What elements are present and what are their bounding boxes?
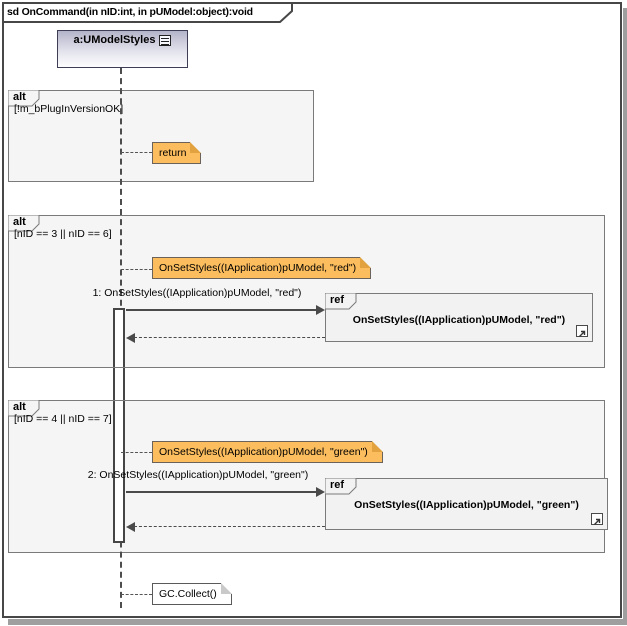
message-2-label[interactable]: 2: OnSetStyles((IApplication)pUModel, "g…: [87, 469, 309, 481]
note-fold-icon: [190, 142, 202, 153]
alt-operator-label: alt: [8, 400, 40, 417]
return-1-line[interactable]: [134, 337, 325, 338]
list-icon: [159, 35, 172, 46]
note-gc-collect[interactable]: GC.Collect(): [152, 583, 232, 605]
message-2-line[interactable]: [126, 491, 316, 493]
message-1-line[interactable]: [126, 309, 316, 311]
note-onsetstyles-red[interactable]: OnSetStyles((IApplication)pUModel, "red"…: [152, 257, 372, 279]
open-diagram-icon[interactable]: [576, 325, 588, 337]
note-connector: [121, 452, 152, 453]
note-return[interactable]: return: [152, 142, 202, 164]
message-1-label[interactable]: 1: OnSetStyles((IApplication)pUModel, "r…: [92, 287, 302, 299]
ref-content: OnSetStyles((IApplication)pUModel, "gree…: [354, 499, 579, 511]
return-1-arrowhead-icon: [126, 333, 135, 343]
message-2-arrowhead-icon: [316, 487, 325, 497]
note-fold-icon: [220, 583, 232, 594]
guard-condition: [nID == 4 || nID == 7]: [14, 413, 112, 425]
note-connector: [121, 269, 152, 270]
diagram-title: sd OnCommand(in nID:int, in pUModel:obje…: [7, 6, 253, 18]
ref-fragment-green[interactable]: ref OnSetStyles((IApplication)pUModel, "…: [325, 478, 608, 530]
message-1-arrowhead-icon: [316, 305, 325, 315]
lifeline-head[interactable]: a:UModelStyles: [57, 30, 188, 68]
ref-fragment-red[interactable]: ref OnSetStyles((IApplication)pUModel, "…: [325, 293, 593, 342]
fragment-border-patch: [112, 400, 127, 401]
ref-operator-label: ref: [325, 293, 357, 310]
diagram-title-tab: sd OnCommand(in nID:int, in pUModel:obje…: [2, 2, 294, 23]
ref-operator-label: ref: [325, 478, 357, 495]
alt-operator-label: alt: [8, 215, 40, 232]
guard-condition: [!m_bPlugInVersionOK]: [14, 103, 124, 115]
activation-bar[interactable]: [113, 308, 125, 543]
lifeline-name: a:UModelStyles: [73, 34, 156, 46]
return-2-line[interactable]: [134, 526, 325, 527]
open-diagram-icon[interactable]: [591, 513, 603, 525]
note-onsetstyles-green[interactable]: OnSetStyles((IApplication)pUModel, "gree…: [152, 441, 383, 463]
alt-operator-label: alt: [8, 90, 40, 107]
note-fold-icon: [360, 257, 372, 268]
note-connector: [121, 152, 152, 153]
alt-fragment-2[interactable]: alt [nID == 3 || nID == 6]: [8, 215, 605, 368]
guard-condition: [nID == 3 || nID == 6]: [14, 228, 112, 240]
return-2-arrowhead-icon: [126, 522, 135, 532]
window-shadow-bottom: [8, 619, 627, 625]
note-connector: [121, 594, 152, 595]
fragment-border-patch: [112, 367, 127, 368]
ref-content: OnSetStyles((IApplication)pUModel, "red"…: [352, 314, 566, 326]
alt-fragment-1[interactable]: alt [!m_bPlugInVersionOK]: [8, 90, 314, 182]
window-shadow-right: [623, 8, 627, 620]
note-fold-icon: [371, 441, 383, 452]
